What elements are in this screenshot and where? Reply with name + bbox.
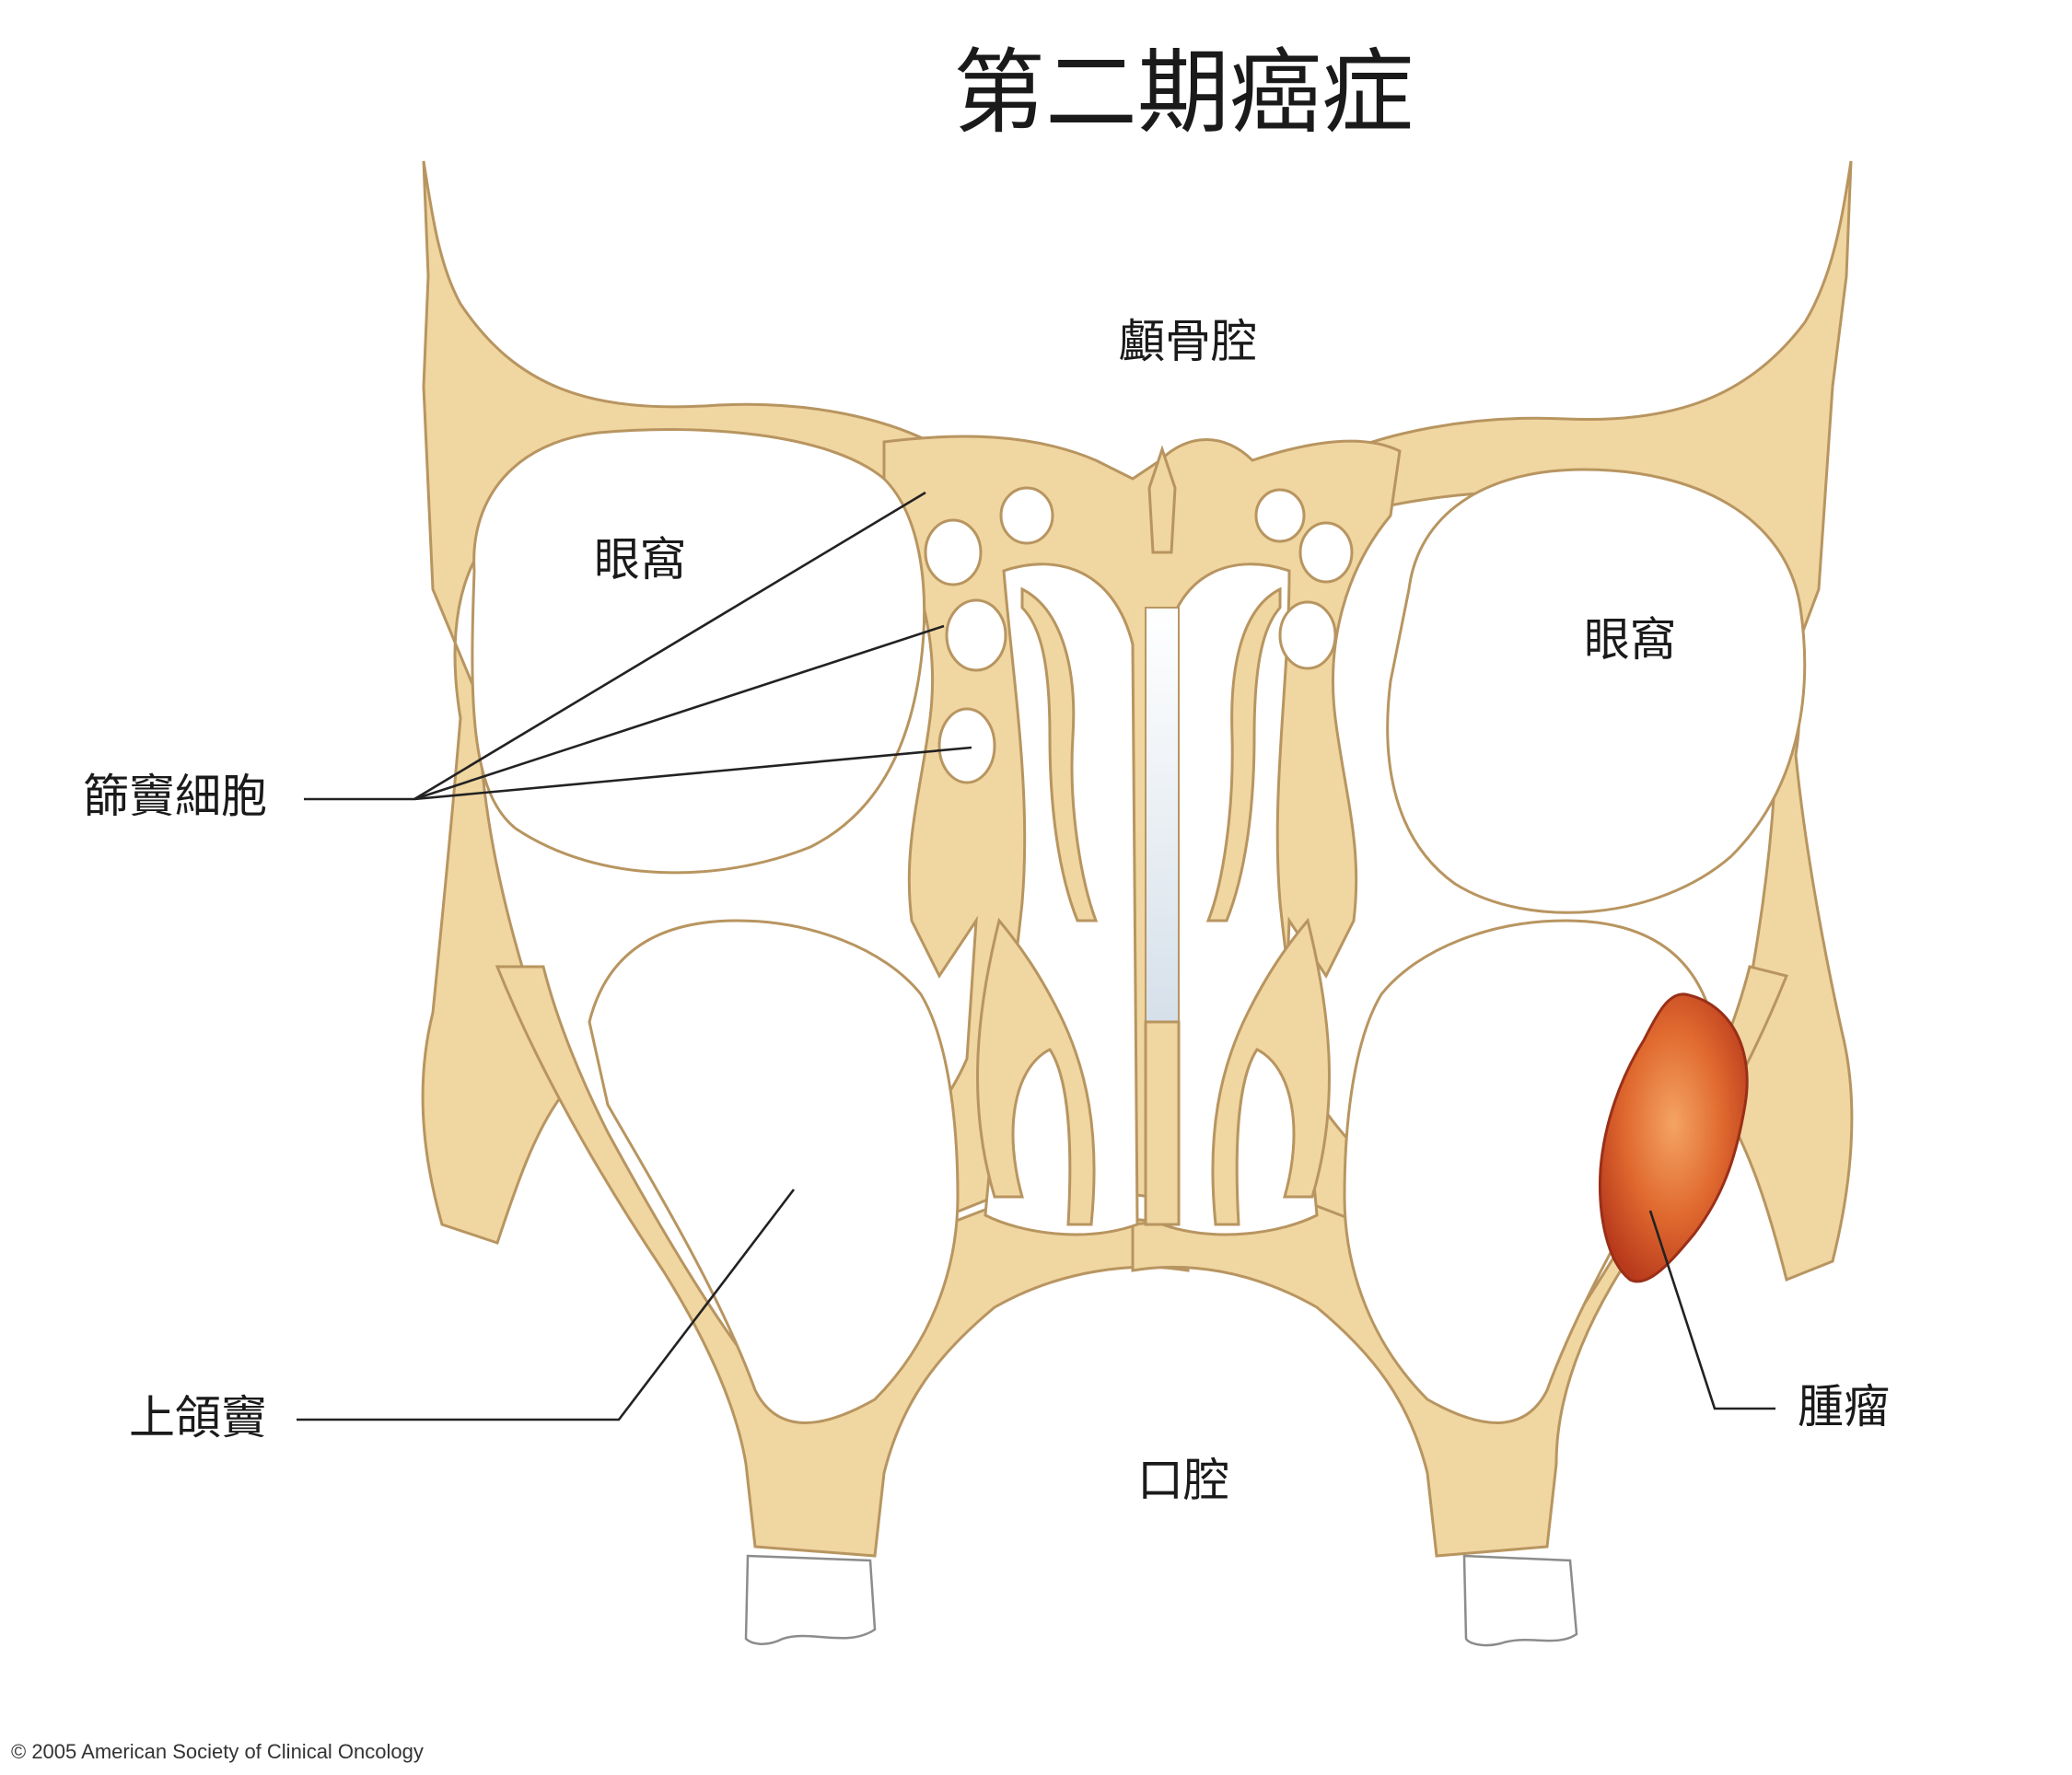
- tumor-mass: [1599, 992, 1749, 1283]
- turbinates: [976, 586, 1331, 1226]
- maxillary-leader: [297, 1189, 796, 1421]
- ethmoid-cell: [999, 486, 1054, 545]
- ethmoid-cell: [937, 707, 996, 784]
- right-tooth: [1462, 1554, 1578, 1647]
- ethmoid-leader-1: [413, 491, 926, 801]
- cavities: [471, 428, 1807, 1424]
- nasal-septum: [1144, 445, 1181, 1226]
- ethmoid-leader-2: [413, 624, 945, 801]
- tumor-label: 腫瘤: [1798, 1380, 1890, 1433]
- left-maxillary-sinus: [588, 919, 960, 1424]
- left-middle-turbinate: [1020, 586, 1099, 922]
- tumor-leader: [1648, 1210, 1775, 1410]
- oral-cavity-label: 口腔: [1137, 1454, 1229, 1507]
- maxillary-sinus-label: 上頜竇: [129, 1391, 267, 1444]
- ethmoid-cell: [1298, 521, 1354, 584]
- left-inferior-turbinate: [976, 917, 1096, 1226]
- right-maxillary-sinus: [1343, 919, 1715, 1424]
- left-orbit: [471, 428, 926, 875]
- septal-cartilage: [1145, 607, 1180, 1023]
- vomer: [1144, 1020, 1181, 1226]
- ethmoid-cell: [1254, 488, 1306, 543]
- ethmoid-leader-3: [413, 746, 972, 801]
- copyright-notice: © 2005 American Society of Clinical Onco…: [11, 1740, 424, 1763]
- ethmoid-cells-label: 篩竇細胞: [83, 770, 267, 823]
- crista-galli: [1147, 445, 1177, 554]
- ethmoid-air-cells: [924, 486, 1354, 784]
- right-orbit: [1386, 468, 1807, 914]
- right-inferior-turbinate: [1211, 917, 1331, 1226]
- right-orbit-label: 眼窩: [1584, 613, 1676, 667]
- left-orbit-label: 眼窩: [594, 533, 686, 586]
- ethmoid-cell: [924, 518, 983, 586]
- cranial-cavity-label: 顱骨腔: [1119, 315, 1257, 368]
- diagram-title: 第二期癌症: [953, 39, 1414, 146]
- left-maxilla: [495, 965, 1190, 1558]
- ethmoid-cell: [1278, 600, 1337, 670]
- ethmoid-cell: [945, 598, 1007, 672]
- leader-lines: [297, 491, 1775, 1421]
- left-tooth: [744, 1554, 877, 1645]
- right-middle-turbinate: [1205, 586, 1282, 922]
